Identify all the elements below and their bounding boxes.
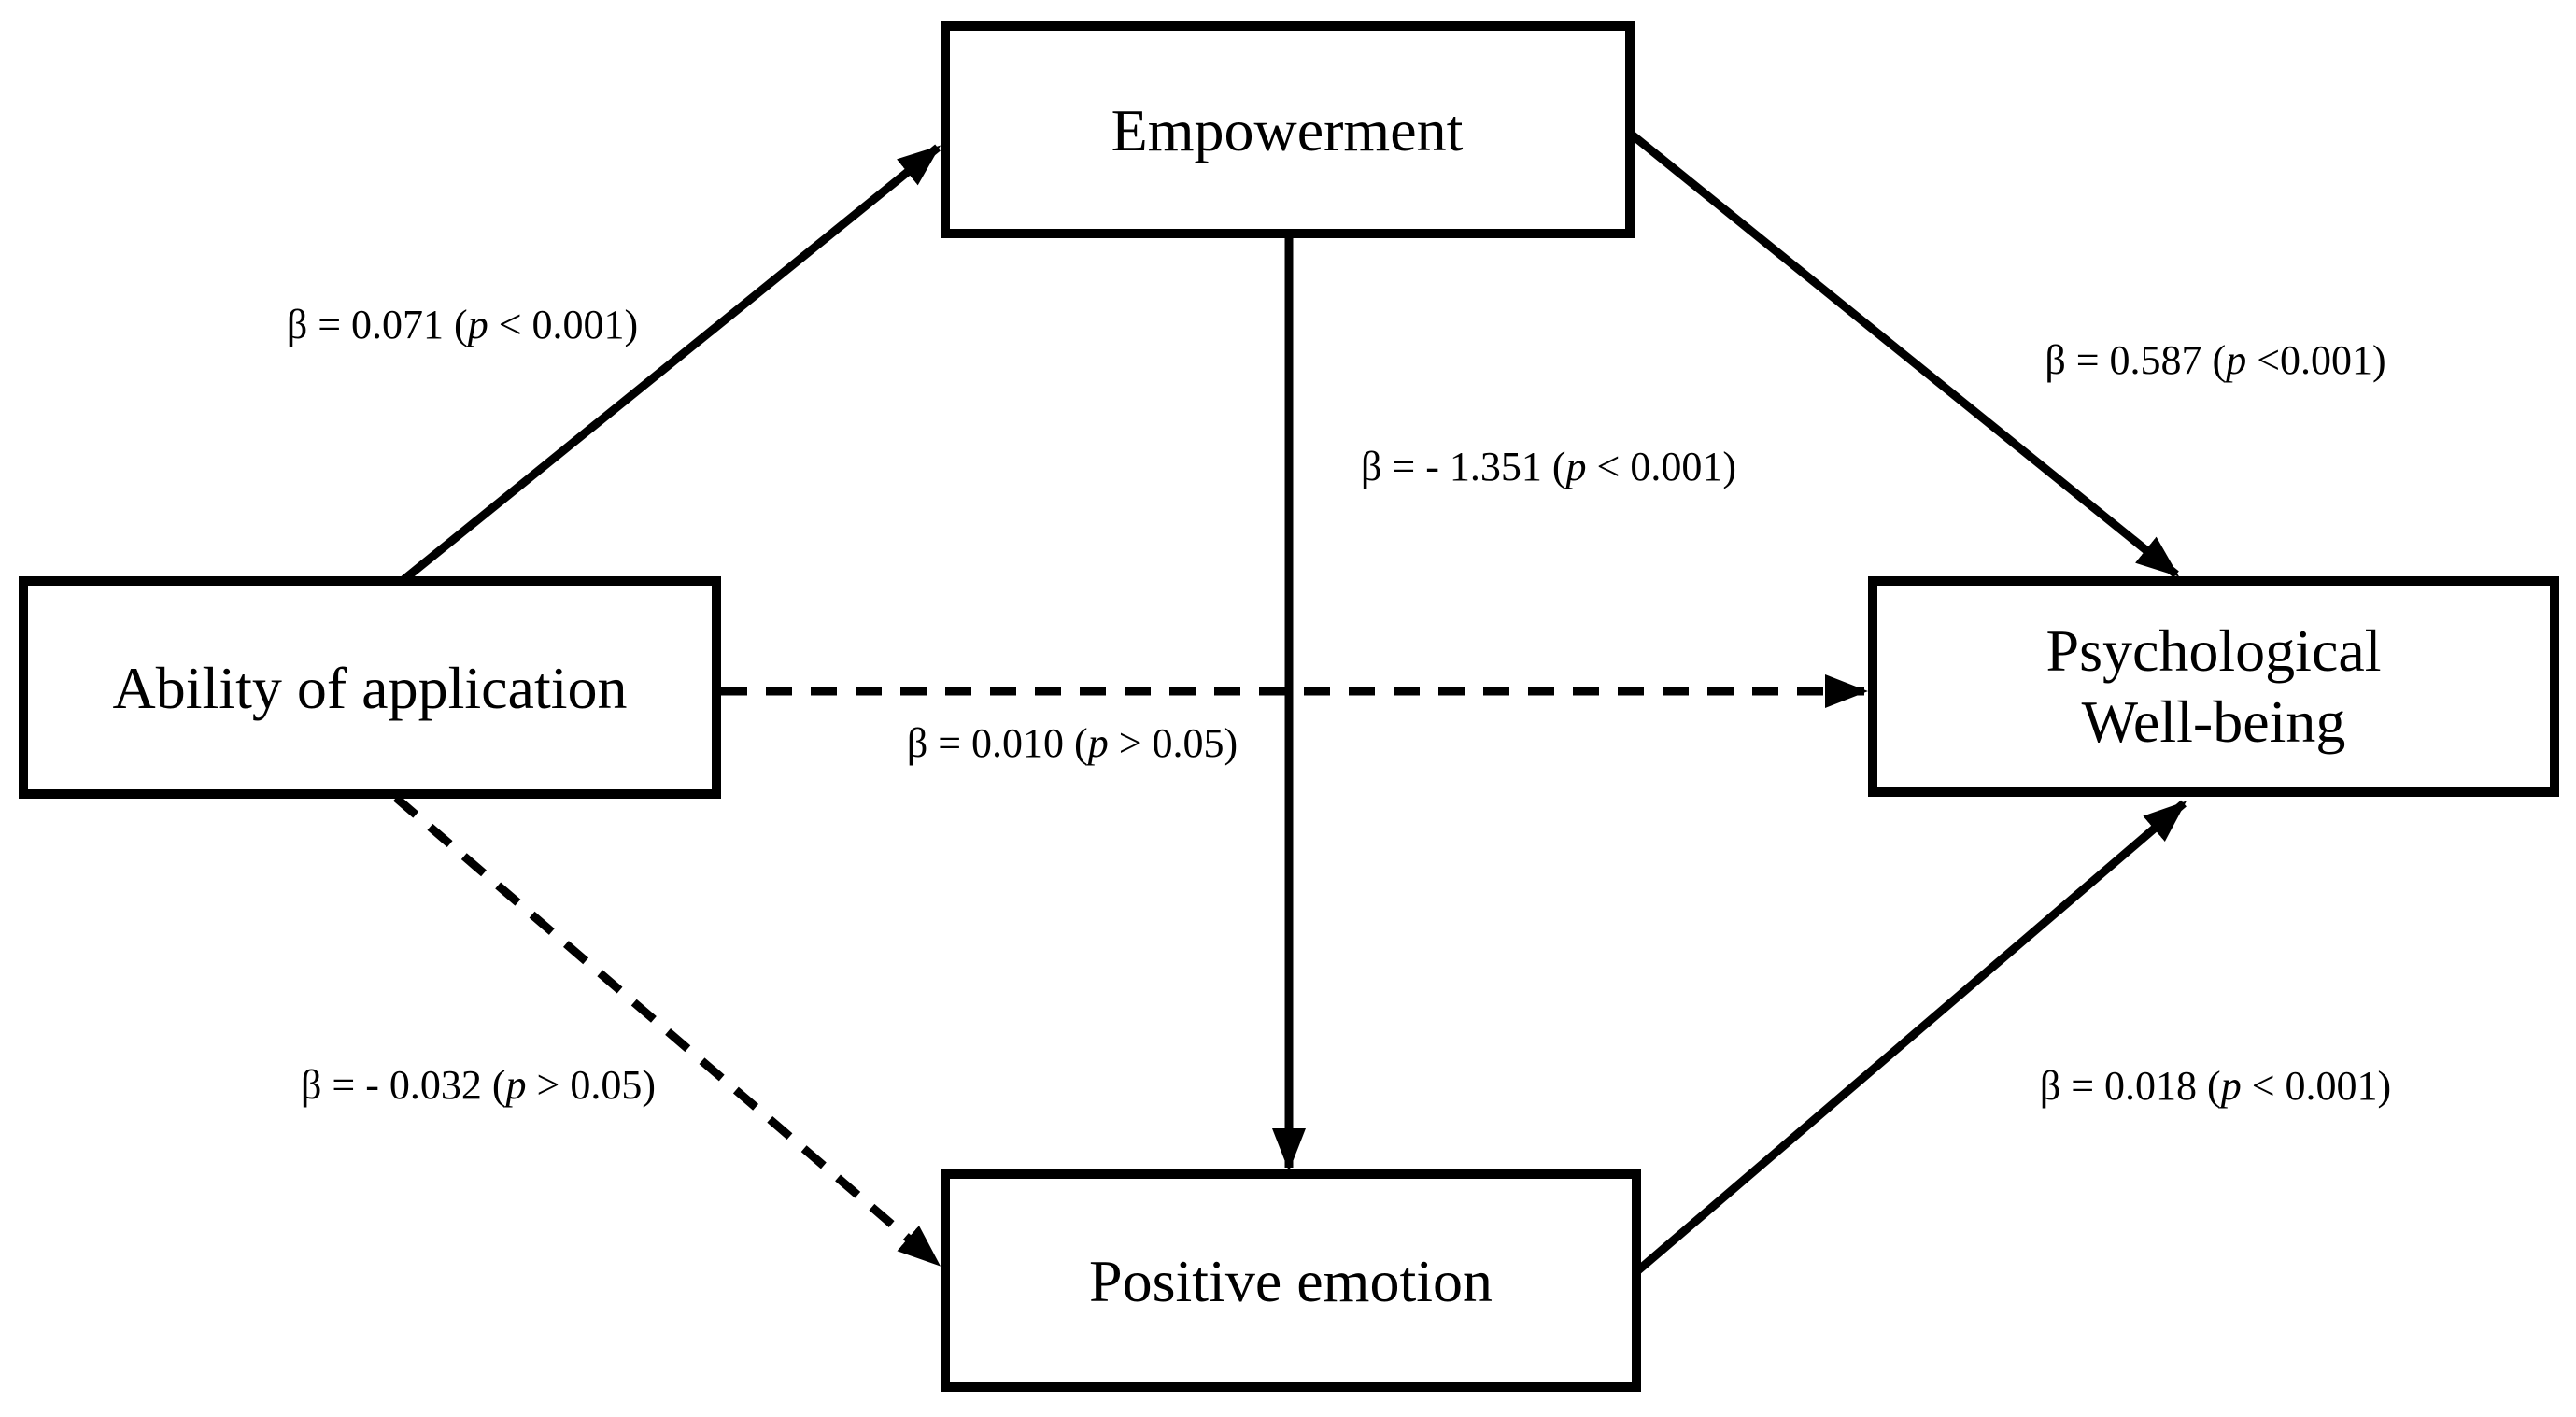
psychological-well-being-label-line2: Well-being (2082, 688, 2346, 755)
positive-emotion-label: Positive emotion (1089, 1248, 1493, 1314)
coef-label-ability-empowerment: β = 0.071 (p < 0.001) (287, 302, 638, 347)
edge-positive-emotion-to-well-being (1635, 800, 2187, 1274)
positive-emotion-box (941, 1169, 1641, 1392)
empowerment-label: Empowerment (1111, 97, 1464, 163)
edge-ability-to-positive-emotion-dashed (393, 794, 941, 1268)
nodes: Empowerment Ability of application Psych… (19, 21, 2559, 1392)
node-empowerment: Empowerment (941, 21, 1635, 238)
edge-ability-to-empowerment (397, 144, 941, 587)
coef-label-ability-positive-emotion: β = - 0.032 (p > 0.05) (301, 1062, 656, 1108)
coef-label-empowerment-well-being: β = 0.587 (p <0.001) (2045, 337, 2385, 383)
coef-label-positive-emotion-well-being: β = 0.018 (p < 0.001) (2040, 1063, 2391, 1109)
node-positive-emotion: Positive emotion (941, 1169, 1641, 1392)
coef-label-empowerment-positive-emotion: β = - 1.351 (p < 0.001) (1361, 444, 1736, 489)
empowerment-box (941, 21, 1635, 238)
psychological-well-being-box (1868, 576, 2559, 797)
node-psychological-well-being: Psychological Well-being (1868, 576, 2559, 797)
ability-of-application-box (19, 576, 721, 799)
coef-label-ability-well-being: β = 0.010 (p > 0.05) (907, 720, 1238, 766)
edge-labels: β = 0.071 (p < 0.001) β = 0.587 (p <0.00… (287, 302, 2391, 1109)
edges (393, 131, 2187, 1274)
edge-empowerment-to-well-being (1629, 131, 2180, 578)
ability-of-application-label: Ability of application (113, 655, 628, 721)
psychological-well-being-label-line1: Psychological (2045, 617, 2381, 684)
node-ability-of-application: Ability of application (19, 576, 721, 799)
